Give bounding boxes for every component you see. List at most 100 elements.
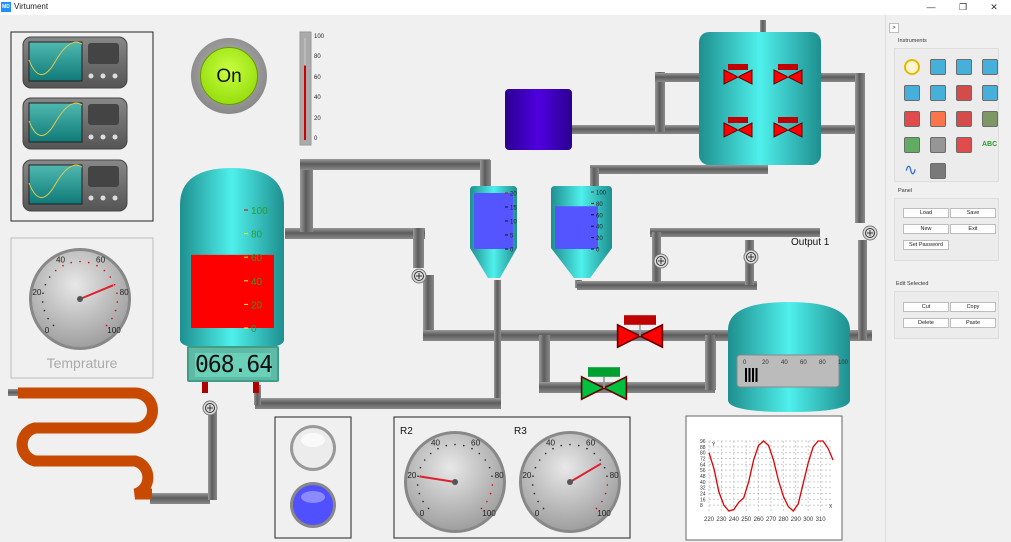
- pump-rotor: [414, 271, 424, 281]
- delete-button[interactable]: Delete: [903, 318, 949, 328]
- vertical-slider-icon[interactable]: [956, 137, 972, 153]
- main-tank-scale-label: 60: [251, 253, 263, 264]
- horizontal-slider-icon[interactable]: [930, 137, 946, 153]
- maximize-button[interactable]: ❐: [958, 2, 968, 12]
- gauge-r3-tick: [595, 507, 598, 510]
- temperature-gauge-tick: [96, 264, 98, 267]
- temperature-gauge-tick: [103, 269, 106, 272]
- text-label-icon[interactable]: ABC: [982, 141, 998, 148]
- chart-x-tick-label: 240: [729, 517, 740, 523]
- chart-x-tick-label: 270: [766, 517, 777, 523]
- gauge-r2-tick: [423, 459, 426, 461]
- minimize-button[interactable]: —: [926, 2, 936, 12]
- gauge-r2-tick: [429, 452, 432, 455]
- thermometer-icon[interactable]: [956, 85, 972, 101]
- copy-button[interactable]: Copy: [950, 302, 996, 312]
- pushbutton-icon[interactable]: [904, 111, 920, 127]
- gauge-r3-tick: [542, 507, 545, 510]
- gauge-r2-tick: [488, 466, 491, 469]
- cut-button[interactable]: Cut: [903, 302, 949, 312]
- gauge-r3-tick-label: 100: [597, 509, 611, 518]
- gauge-r2-tick: [480, 507, 483, 510]
- temperature-gauge-tick-label: 60: [96, 256, 106, 265]
- valve-tank-mid-right: [773, 117, 803, 138]
- chart-x-tick-label: 290: [791, 517, 802, 523]
- bottom-tank-bar: [752, 368, 754, 382]
- bottom-tank-scale-label: 80: [819, 360, 826, 366]
- temperature-gauge-tick: [41, 301, 44, 303]
- gauge-r3-tick: [603, 466, 606, 469]
- pump-blade: [207, 405, 213, 411]
- image-icon[interactable]: [982, 111, 998, 127]
- level-bar-icon[interactable]: [930, 85, 946, 101]
- oscilloscope-3: [22, 159, 128, 212]
- chart-x-tick-label: 280: [778, 517, 789, 523]
- analog-clock-gauge-icon[interactable]: [904, 59, 920, 75]
- gauge-r2-tick: [491, 484, 494, 486]
- hopper-scale-label: 0: [596, 248, 600, 254]
- gauge-r3-tick: [599, 459, 602, 461]
- load-button[interactable]: Load: [903, 208, 949, 218]
- table-grid-icon[interactable]: [930, 163, 946, 179]
- gauge-r2-tick-label: 60: [471, 439, 481, 448]
- hopper-scale-label: 20: [596, 236, 603, 242]
- set-password-button[interactable]: Set Password: [903, 240, 949, 250]
- chart-y-tick-label: 16: [700, 497, 706, 503]
- gauge-r3-tick: [544, 452, 547, 455]
- pump-rotor: [746, 252, 756, 262]
- waveform-icon[interactable]: ∿: [904, 162, 918, 179]
- vertical-scale-icon[interactable]: [982, 59, 998, 75]
- gauge-r2-tick: [416, 484, 419, 486]
- lcd-display: 068.64: [187, 346, 279, 382]
- chart-x-tick-label: 250: [741, 517, 752, 523]
- gauge-r2-tick: [437, 447, 439, 450]
- gauge-r3-tick: [531, 484, 534, 486]
- gauge-r3-tick: [538, 459, 541, 461]
- chart-x-tick-label: 230: [716, 517, 727, 523]
- switch-icon[interactable]: [956, 111, 972, 127]
- title-bar: MD Virtument — ❐ ✕: [0, 0, 1011, 15]
- led-display-icon[interactable]: [982, 85, 998, 101]
- edit-selected-label: Edit Selected: [896, 281, 929, 287]
- bottom-tank-scale-label: 20: [762, 360, 769, 366]
- save-button[interactable]: Save: [950, 208, 996, 218]
- valve-body-left: [723, 122, 740, 138]
- exit-button[interactable]: Exit: [950, 224, 996, 234]
- gauge-r3-tick: [604, 492, 607, 495]
- main-tank-scale-label: 100: [251, 206, 268, 217]
- linear-scale-icon[interactable]: [956, 59, 972, 75]
- chart-y-tick-label: 88: [700, 445, 706, 451]
- pump-rotor: [205, 403, 215, 413]
- gauge-r3-tick-label: 40: [546, 439, 556, 448]
- new-button[interactable]: New: [903, 224, 949, 234]
- paste-button[interactable]: Paste: [950, 318, 996, 328]
- temperature-gauge-tick-label: 40: [56, 256, 66, 265]
- gauge-r3-tick: [532, 475, 534, 477]
- temperature-gauge-tick: [111, 317, 113, 320]
- vertical-gauge-tick-label: 40: [314, 95, 321, 102]
- hopper-scale-label: 10: [510, 220, 517, 226]
- vertical-gauge-fill: [304, 65, 306, 140]
- gauge-r2-tick-label: 20: [407, 471, 417, 480]
- trend-chart-icon[interactable]: [904, 137, 920, 153]
- temperature-gauge-tick: [42, 292, 44, 294]
- gauge-r2-tick: [486, 500, 488, 503]
- chart-x-tick-label: 260: [754, 517, 765, 523]
- indicator-lamp-icon[interactable]: [930, 111, 946, 127]
- on-button[interactable]: On: [191, 38, 267, 114]
- close-button[interactable]: ✕: [990, 2, 998, 12]
- pump-rotor: [656, 256, 666, 266]
- temperature-gauge-tick: [109, 276, 112, 278]
- chart-y-tick-label: 48: [700, 474, 706, 480]
- valve-body-right: [638, 323, 664, 349]
- main-tank-scale-label: 40: [251, 277, 263, 288]
- battery-meter-icon[interactable]: [904, 85, 920, 101]
- output-label: Output 1: [791, 237, 830, 248]
- gauge-r3-label: R3: [514, 426, 527, 437]
- gauge-r3-needle: [569, 462, 602, 483]
- chart-y-tick-label: 96: [700, 439, 706, 445]
- panel-meter-icon[interactable]: [930, 59, 946, 75]
- sidebar-toggle-button[interactable]: >: [889, 23, 899, 33]
